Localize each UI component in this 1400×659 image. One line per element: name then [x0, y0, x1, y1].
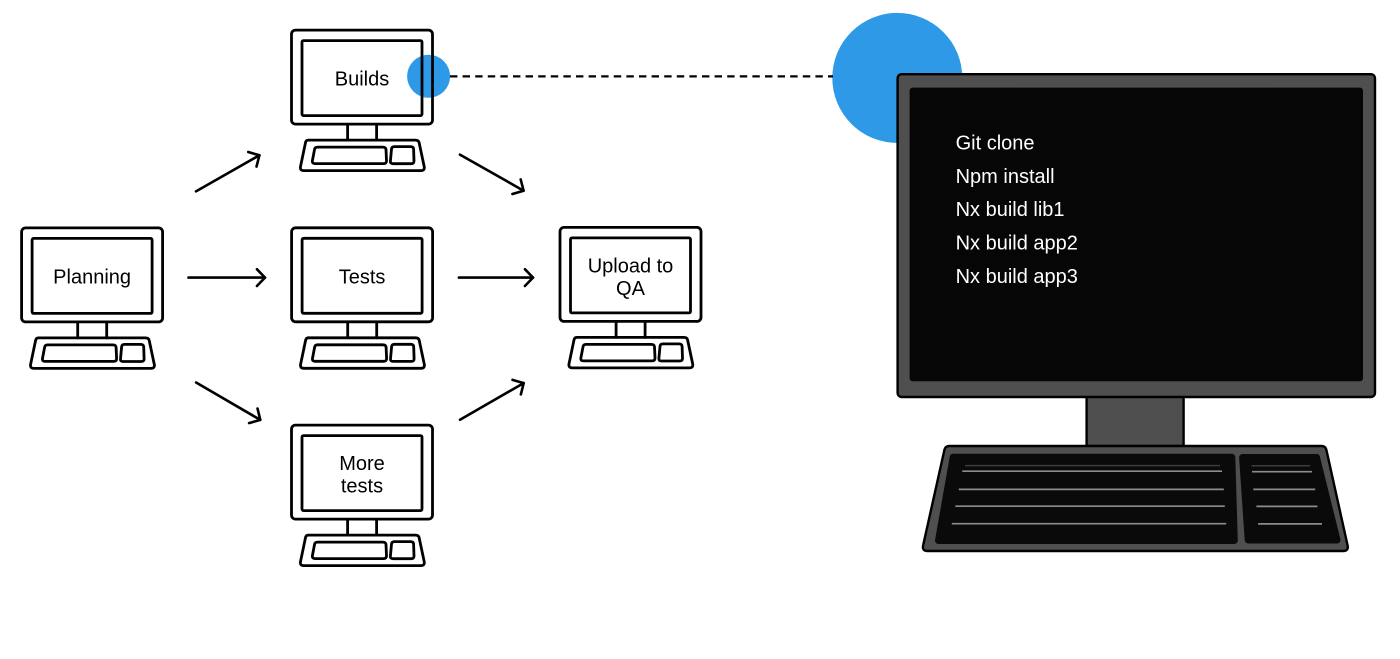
svg-text:Npm install: Npm install: [956, 166, 1055, 188]
svg-text:Nx build lib1: Nx build lib1: [956, 199, 1065, 221]
svg-text:Nx build app2: Nx build app2: [956, 233, 1078, 255]
svg-text:Nx build app3: Nx build app3: [956, 266, 1078, 288]
svg-text:Git clone: Git clone: [956, 133, 1035, 155]
svg-text:More: More: [339, 453, 385, 475]
svg-text:Upload to: Upload to: [588, 256, 674, 278]
svg-text:QA: QA: [616, 278, 646, 300]
svg-text:Tests: Tests: [339, 266, 386, 288]
svg-text:Planning: Planning: [53, 267, 131, 289]
svg-text:Builds: Builds: [335, 69, 389, 91]
svg-text:tests: tests: [341, 476, 383, 498]
